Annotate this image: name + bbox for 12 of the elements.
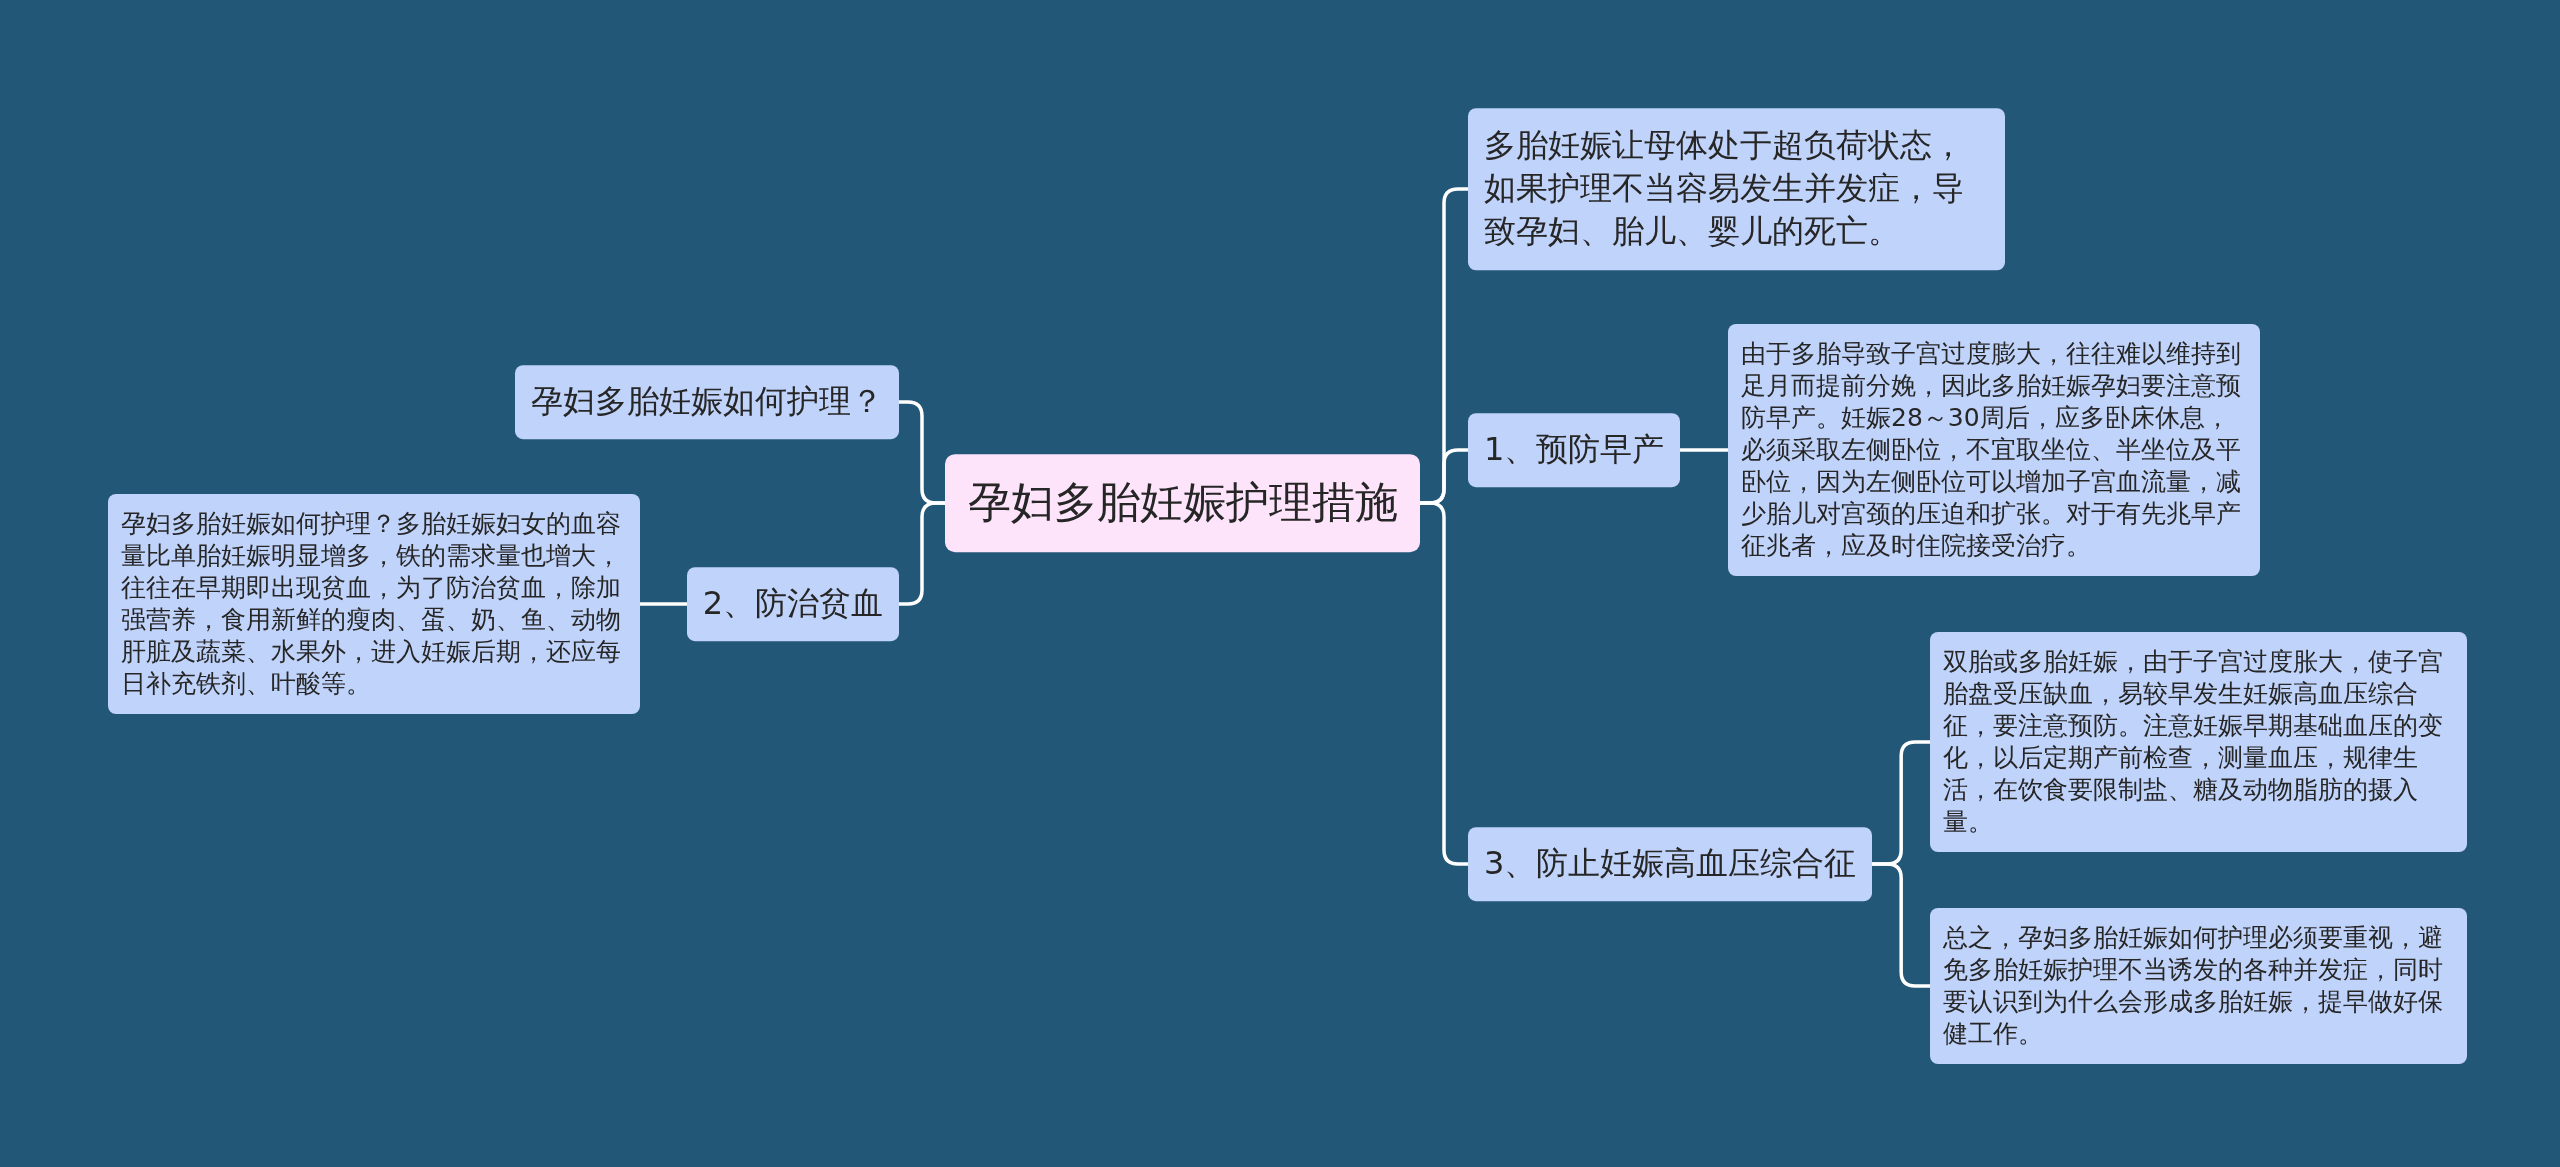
note-card: 双胎或多胎妊娠，由于子宫过度胀大，使子宫胎盘受压缺血，易较早发生妊娠高血压综合征，要注意预防。注意妊娠早期基础血压的变化，以后定期产前检查，测量血压，规律生活，在饮食要限制盐、糖及动物脂肪的摄入量。 [1930,632,2467,852]
topic-box: 2、防治贫血 [686,567,899,641]
note-card: 孕妇多胎妊娠如何护理？多胎妊娠妇女的血容量比单胎妊娠明显增多，铁的需求量也增大，往往在早期即出现贫血，为了防治贫血，除加强营养，食用新鲜的瘦肉、蛋、奶、鱼、动物肝脏及蔬菜、水果外，进入妊娠后期，还应每日补充铁剂、叶酸等。 [108,494,640,714]
connector-line [1418,501,1470,866]
topic-box: 多胎妊娠让母体处于超负荷状态，如果护理不当容易发生并发症，导致孕妇、胎儿、婴儿的死亡。 [1468,108,2005,270]
topic-box: 3、防止妊娠高血压综合征 [1468,827,1873,901]
note-card: 总之，孕妇多胎妊娠如何护理必须要重视，避免多胎妊娠护理不当诱发的各种并发症，同时要认识到为什么会形成多胎妊娠，提早做好保健工作。 [1930,908,2467,1064]
topic-box: 孕妇多胎妊娠如何护理？ [515,365,899,439]
note-card: 由于多胎导致子宫过度膨大，往往难以维持到足月而提前分娩，因此多胎妊娠孕妇要注意预防早产。妊娠28～30周后，应多卧床休息，必须采取左侧卧位，不宜取坐位、半坐位及平卧位，因为左侧卧位可以增加子宫血流量，减少胎儿对宫颈的压迫和扩张。对于有先兆早产征兆者，应及时住院接受治疗。 [1728,324,2260,576]
connector-line [897,501,947,606]
topic-box: 1、预防早产 [1468,413,1681,487]
central-topic: 孕妇多胎妊娠护理措施 [945,454,1420,552]
